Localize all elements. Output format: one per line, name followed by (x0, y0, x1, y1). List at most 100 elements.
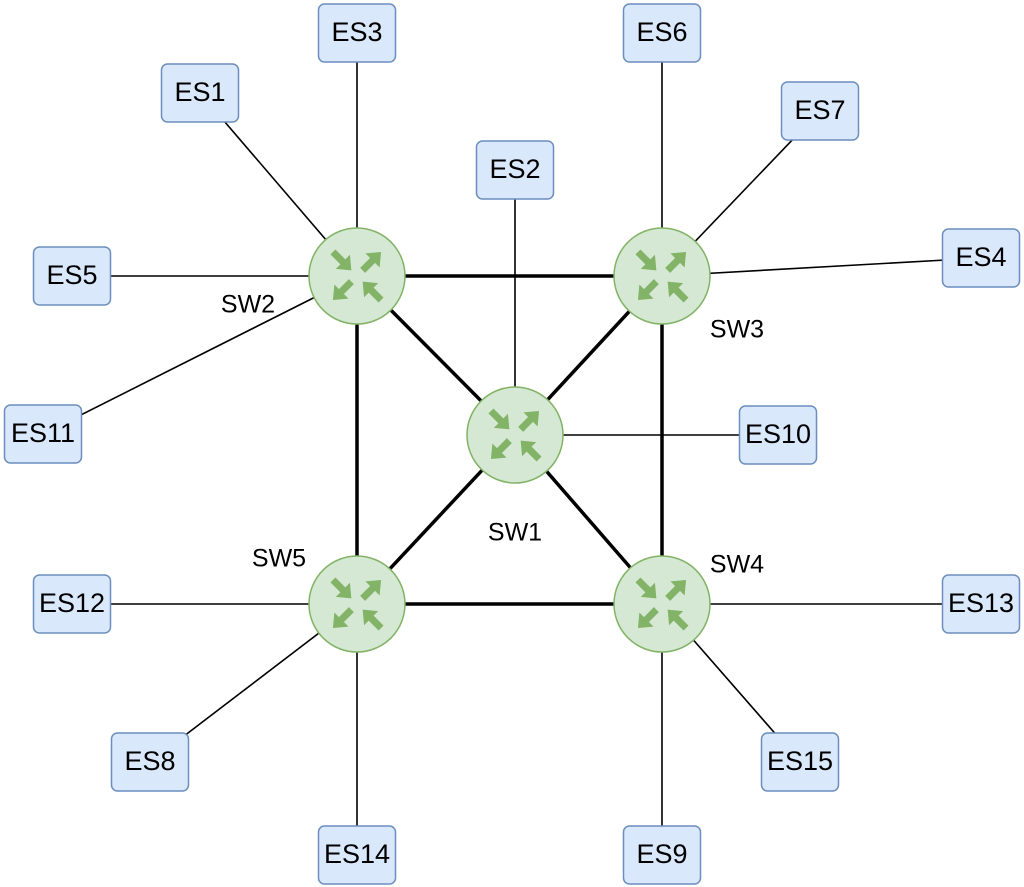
end-station-label-es12: ES12 (39, 588, 105, 618)
end-station-es7-box (780, 81, 860, 141)
router-icon-sw2-arrow-ne (360, 251, 382, 273)
router-icon-sw5-arrow-se-shape (362, 609, 384, 631)
router-icon-sw1-arrow-nw-shape (488, 408, 510, 430)
end-station-es12: ES12 (32, 574, 112, 634)
end-station-es8-box (110, 732, 190, 792)
switch-sw5: SW5 (252, 545, 406, 653)
router-icon-sw2-arrow-sw (332, 279, 354, 301)
end-station-label-es8: ES8 (124, 746, 175, 776)
router-icon-sw2-arrow-sw-shape (332, 279, 354, 301)
router-icon-sw5-arrow-ne-shape (360, 579, 382, 601)
end-station-es10-box (738, 405, 818, 465)
router-icon-sw1-arrow-se-shape (520, 440, 542, 462)
end-station-label-es1: ES1 (174, 77, 225, 107)
switch-sw3: SW3 (613, 227, 764, 344)
end-station-es4: ES4 (941, 228, 1021, 288)
end-station-es14-box (317, 825, 397, 885)
router-icon-sw4-arrow-nw (635, 577, 657, 599)
router-icon-sw5-arrow-sw-shape (332, 607, 354, 629)
end-station-es11: ES11 (3, 404, 83, 464)
end-station-es15-box (760, 732, 840, 792)
end-station-es5-box (32, 246, 112, 306)
router-icon-sw3-arrow-se-shape (667, 281, 689, 303)
end-station-es13: ES13 (941, 574, 1021, 634)
end-station-es3-box (317, 3, 397, 63)
end-station-label-es4: ES4 (955, 242, 1006, 272)
end-station-es10: ES10 (738, 405, 818, 465)
router-icon-sw1-arrow-sw-shape (490, 438, 512, 460)
switch-label-sw3: SW3 (710, 316, 764, 344)
router-icon-sw4-arrow-se-shape (667, 609, 689, 631)
router-icon-sw1-arrow-nw (488, 408, 510, 430)
router-icon-sw3-arrow-se (667, 281, 689, 303)
router-icon-sw1-arrow-ne-shape (518, 410, 540, 432)
router-icon-sw3-arrow-nw-shape (635, 249, 657, 271)
end-station-label-es9: ES9 (636, 839, 687, 869)
end-station-label-es6: ES6 (636, 17, 687, 47)
router-icon-sw3-arrow-sw (637, 279, 659, 301)
router-icon-sw2-arrow-nw (330, 249, 352, 271)
router-icon-sw5-arrow-nw-shape (330, 577, 352, 599)
end-station-label-es10: ES10 (745, 419, 811, 449)
router-icon-sw3-arrow-ne-shape (665, 251, 687, 273)
router-icon-sw3-arrow-nw (635, 249, 657, 271)
end-station-label-es3: ES3 (331, 17, 382, 47)
access-link-es4-sw3 (661, 257, 982, 277)
end-station-label-es7: ES7 (794, 95, 845, 125)
end-station-es13-box (941, 574, 1021, 634)
router-icon-sw4-arrow-sw (637, 607, 659, 629)
end-station-es3: ES3 (317, 3, 397, 63)
end-station-es1-box (160, 63, 240, 123)
switch-label-sw1: SW1 (488, 519, 542, 547)
router-icon-sw2-arrow-se (362, 281, 384, 303)
end-station-es12-box (32, 574, 112, 634)
end-station-es14: ES14 (317, 825, 397, 885)
end-station-es6-box (622, 3, 702, 63)
end-station-es8: ES8 (110, 732, 190, 792)
switch-sw3-body (613, 227, 711, 325)
switch-label-sw4: SW4 (710, 551, 764, 579)
router-icon-sw4-arrow-se (667, 609, 689, 631)
router-icon-sw4-arrow-nw-shape (635, 577, 657, 599)
router-icon-sw2-arrow-se-shape (362, 281, 384, 303)
switch-label-sw5: SW5 (252, 545, 306, 573)
end-station-es9-box (622, 825, 702, 885)
router-icon-sw5-arrow-nw (330, 577, 352, 599)
end-station-label-es11: ES11 (11, 418, 75, 448)
switch-sw2-body (308, 227, 406, 325)
end-station-es2-box (475, 140, 555, 200)
router-icon-sw1-arrow-se (520, 440, 542, 462)
end-station-es9: ES9 (622, 825, 702, 885)
end-station-label-es2: ES2 (489, 154, 540, 184)
end-station-es1: ES1 (160, 63, 240, 123)
router-icon-sw5-arrow-se (362, 609, 384, 631)
end-station-label-es13: ES13 (948, 588, 1014, 618)
switch-sw1: SW1 (466, 386, 564, 547)
switch-sw5-body (308, 555, 406, 653)
router-icon-sw1-arrow-sw (490, 438, 512, 460)
end-station-es5: ES5 (32, 246, 112, 306)
end-station-es6: ES6 (622, 3, 702, 63)
switch-sw2: SW2 (221, 227, 406, 325)
end-station-es2: ES2 (475, 140, 555, 200)
router-icon-sw4-arrow-ne (665, 579, 687, 601)
end-station-es7: ES7 (780, 81, 860, 141)
router-icon-sw3-arrow-sw-shape (637, 279, 659, 301)
end-station-label-es15: ES15 (767, 746, 833, 776)
switch-sw4: SW4 (613, 551, 764, 653)
router-icon-sw2-arrow-ne-shape (360, 251, 382, 273)
router-icon-sw5-arrow-sw (332, 607, 354, 629)
switch-sw1-body (466, 386, 564, 484)
router-icon-sw4-arrow-sw-shape (637, 607, 659, 629)
end-station-label-es14: ES14 (324, 839, 390, 869)
access-link-es11-sw2 (42, 275, 358, 435)
router-icon-sw3-arrow-ne (665, 251, 687, 273)
end-station-label-es5: ES5 (46, 260, 97, 290)
router-icon-sw1-arrow-ne (518, 410, 540, 432)
end-station-es4-box (941, 228, 1021, 288)
switch-label-sw2: SW2 (221, 291, 275, 319)
switch-sw4-body (613, 555, 711, 653)
